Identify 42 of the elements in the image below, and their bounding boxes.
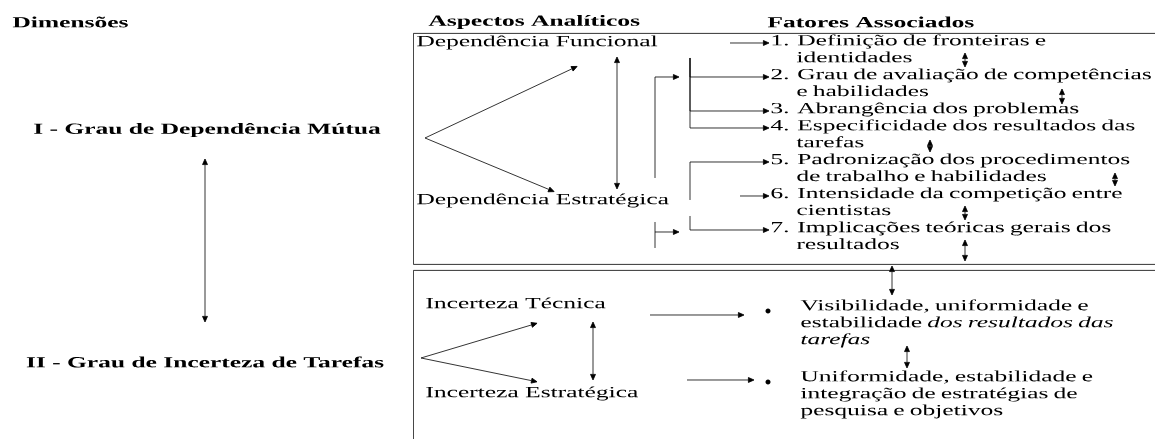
factor-item: 5. Padronização dos procedimentos de trabalho e habilidades [771, 153, 1130, 182]
factor-item: 2. Grau de avaliação de competências e habilidades [771, 68, 1151, 97]
double-arrow [904, 345, 910, 369]
double-arrow [927, 139, 933, 153]
aspect-label: Dependência Funcional [417, 35, 658, 50]
dimension-heading: II - Grau de Incerteza de Tarefas [26, 356, 384, 368]
double-arrow [889, 265, 895, 296]
arrow [424, 66, 578, 139]
column-header: Dimensões [12, 16, 128, 28]
aspect-label: Dependência Estratégica [417, 193, 669, 208]
double-arrow [202, 158, 208, 323]
dimension-heading: I - Grau de Dependência Mútua [34, 122, 381, 138]
arrow [739, 193, 770, 199]
group-box [413, 33, 1155, 265]
arrow [689, 159, 770, 201]
arrow [689, 57, 770, 131]
factor-item: 7. Implicações teóricas gerais dos resultados [772, 221, 1111, 250]
factor-item: 6. Intensidade da competição entre cientistas [771, 187, 1122, 216]
column-header: Fatores Associados [767, 16, 974, 28]
column-header: Aspectos Analíticos [428, 15, 640, 29]
arrow [686, 377, 755, 383]
double-arrow [1112, 172, 1118, 187]
arrow [689, 215, 770, 233]
double-arrow [962, 205, 968, 221]
double-arrow [1059, 88, 1065, 105]
double-arrow [614, 56, 620, 190]
factor-item: 4. Especificidade dos resultados das tarefas [770, 119, 1135, 148]
arrow [424, 137, 555, 193]
arrow [729, 40, 770, 46]
double-arrow [590, 321, 596, 381]
group-box [413, 270, 1155, 439]
double-arrow [962, 239, 968, 262]
aspect-label: Incerteza Estratégica [426, 386, 638, 401]
aspect-label: Incerteza Técnica [426, 297, 606, 309]
arrow [649, 312, 745, 318]
double-arrow [962, 52, 968, 68]
bullet-item: Uniformidade, estabilidade e integração de estratégias de pesquisa e objetivos [800, 370, 1093, 419]
bullet-item: Visibilidade, uniformidade e estabilidade dos resultados das tarefas [800, 299, 1113, 348]
factor-item: 1. Definição de fronteiras e identidades [772, 34, 1046, 63]
arrow [420, 357, 538, 384]
factor-item: 3. Abrangência dos problemas [771, 102, 1079, 117]
arrow [420, 322, 538, 359]
